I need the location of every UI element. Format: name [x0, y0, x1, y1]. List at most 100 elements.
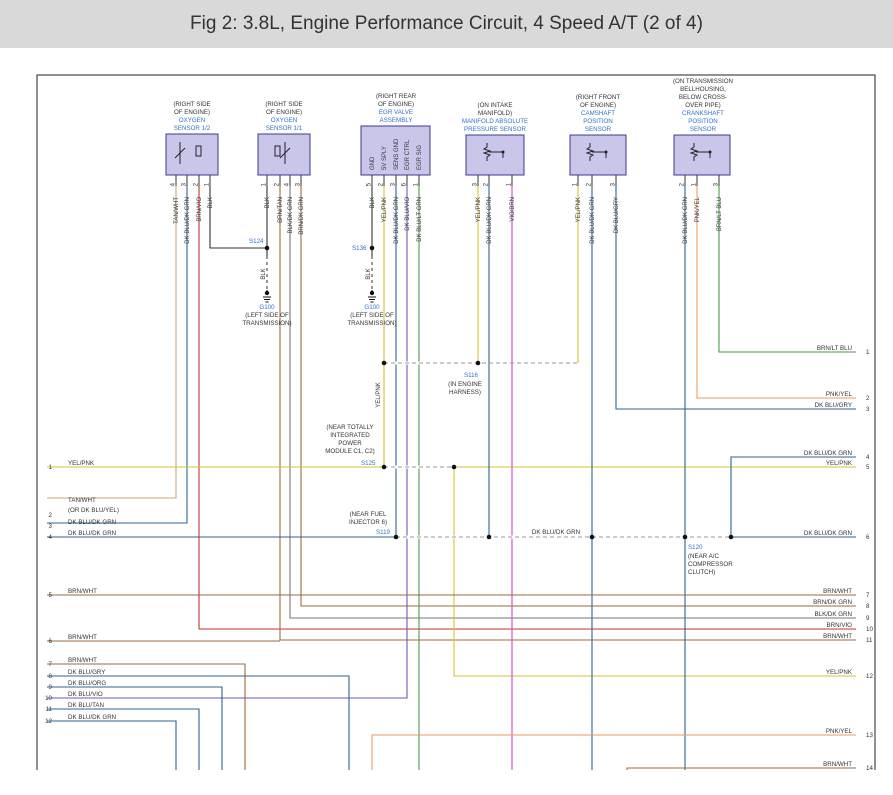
ground-wire-label: BLK: [366, 268, 372, 279]
brn-dkgrn-wire: [300, 186, 856, 607]
pin-number: 1: [507, 182, 513, 186]
connector-pin-left: 3: [49, 523, 53, 530]
component-name: MANIFOLD ABSOLUTE: [462, 118, 528, 125]
brn-vio-wire: [198, 186, 856, 630]
egr-internal-label: SENS GND: [394, 138, 400, 170]
connector-pin-right: 13: [866, 732, 873, 739]
dkblu-dkgrn-12-wire: [47, 720, 177, 770]
connector-wire-right: YEL/PNK: [826, 669, 853, 676]
pin-number: 5: [367, 182, 373, 186]
diagram-frame: [36, 74, 876, 770]
egr-internal-label: GND: [370, 156, 376, 170]
pin-wire-label: DK BLU/DK GRN: [487, 197, 493, 244]
connector-wire-left: DK BLU/DK GRN: [68, 530, 116, 537]
pin-wire-label: DK BLU/DK GRN: [590, 197, 596, 244]
pin-wire-label: YEL/PNK: [576, 197, 582, 222]
dkblu-org-9-wire: [47, 686, 223, 770]
brn-wht-7-wire: [47, 663, 246, 770]
ground-icon: [264, 290, 270, 296]
connector-wire-left: DK BLU/GRY: [68, 669, 105, 676]
map-sensor-box: [465, 134, 525, 176]
pin-wire-label: TAN/WHT: [174, 197, 180, 224]
splice-note: (NEAR A/C: [688, 553, 719, 560]
egr-internal-label: 5V SPLY: [382, 146, 388, 170]
pin-wire-label: DK BLU/LT GRN: [417, 197, 423, 242]
component-name: POSITION: [688, 118, 718, 125]
component-location: OF ENGINE): [266, 109, 302, 116]
resistor-icon: [585, 143, 595, 161]
connector-wire-right: PNK/YEL: [826, 728, 853, 735]
component-name: EGR VALVE: [379, 109, 413, 116]
connector-pin-right: 3: [866, 406, 870, 413]
tan-wht-wire: [47, 186, 177, 499]
pin-number: 1: [692, 182, 698, 186]
connector-pin-right: 5: [866, 464, 870, 471]
connector-pin-left: 5: [49, 592, 53, 599]
pin-wire-label: DK BLU/VIO: [405, 197, 411, 231]
pin-wire-label: DK BLU/DK GRN: [683, 197, 689, 244]
pnk-yel-13-wire: [371, 734, 856, 770]
ground-icon: [263, 296, 271, 303]
pin-wire-label: BRN/DK GRN: [299, 197, 305, 235]
pin-wire-label: YEL/PNK: [476, 197, 482, 222]
component-name: OXYGEN: [179, 117, 205, 124]
o2-element-icon: [174, 142, 186, 164]
connector-wire-left: DK BLU/ORG: [68, 680, 106, 687]
splice-note: CLUTCH): [688, 569, 715, 576]
dkblu-vio-wire: [47, 186, 408, 699]
dkblu-gry-wire: [615, 186, 856, 410]
pin-wire-label: DK BLU/DK GRN: [394, 197, 400, 244]
connector-wire-left: DK BLU/VIO: [68, 691, 103, 698]
connector-wire-right: BRN/DK GRN: [813, 599, 852, 606]
pin-number: 3: [182, 182, 188, 186]
wire-label: YEL/PNK: [376, 382, 382, 407]
o2-12-sensor-box: [165, 133, 219, 176]
component-location: BELOW CROSS-: [679, 94, 727, 101]
ground-label: G100: [259, 304, 275, 311]
pin-number: 1: [262, 182, 268, 186]
connector-wire-right: BRN/WHT: [823, 633, 852, 640]
pin-number: 2: [587, 182, 593, 186]
splice-label: S124: [249, 238, 264, 245]
dkblu-gry-8-wire: [47, 675, 350, 770]
pin-number: 3: [611, 182, 617, 186]
ground-icon: [368, 296, 376, 303]
connector-pin-right: 4: [866, 454, 870, 461]
pin-number: 2: [484, 182, 490, 186]
connector-wire-right: BRN/LT BLU: [817, 345, 852, 352]
connector-wire-left: TAN/WHT: [68, 497, 96, 504]
resistor-icon: [689, 143, 699, 161]
pin-wire-label: DK BLU/DK GRN: [185, 197, 191, 244]
connector-wire-right: DK BLU/GRY: [815, 402, 852, 409]
node-icon: [708, 150, 712, 154]
pin-wire-label: BRN/LT BLU: [717, 197, 723, 231]
connector-wire-right: DK BLU/DK GRN: [804, 530, 852, 537]
component-location: (ON INTAKE: [478, 102, 513, 109]
splice-s125: [381, 464, 387, 470]
connector-pin-left: 11: [46, 706, 53, 713]
splice-s116: [475, 360, 481, 366]
splice-note: (NEAR TOTALLY: [326, 424, 373, 431]
dkblu-dkgrn-wire: [47, 186, 188, 524]
connector-pin-right: 8: [866, 603, 870, 610]
pin-number: 1: [414, 182, 420, 186]
pin-number: 3: [296, 182, 302, 186]
splice-s119b: [486, 534, 492, 540]
splice-note: HARNESS): [449, 389, 481, 396]
pin-wire-label: DK BLU/GRY: [614, 197, 620, 233]
component-name: POSITION: [583, 118, 613, 125]
pin-wire-label: PNK/YEL: [695, 196, 701, 222]
yelpnk-drop-wire: [453, 467, 856, 677]
egr-internal-label: EGR CTRL: [405, 139, 411, 170]
splice-label: S119: [376, 529, 391, 536]
splice-s116a: [381, 360, 387, 366]
component-location: MANIFOLD): [478, 110, 512, 117]
splice-label: S116: [464, 372, 479, 379]
pin-number: 3: [714, 182, 720, 186]
connector-wire-left: (OR DK BLU/YEL): [68, 507, 119, 514]
connector-pin-left: 10: [45, 695, 52, 702]
component-name: SENSOR 1/2: [174, 125, 211, 132]
pin-wire-label: YEL/PNK: [382, 197, 388, 222]
pin-wire-label: BLK: [370, 197, 376, 208]
pin-number: 2: [680, 182, 686, 186]
